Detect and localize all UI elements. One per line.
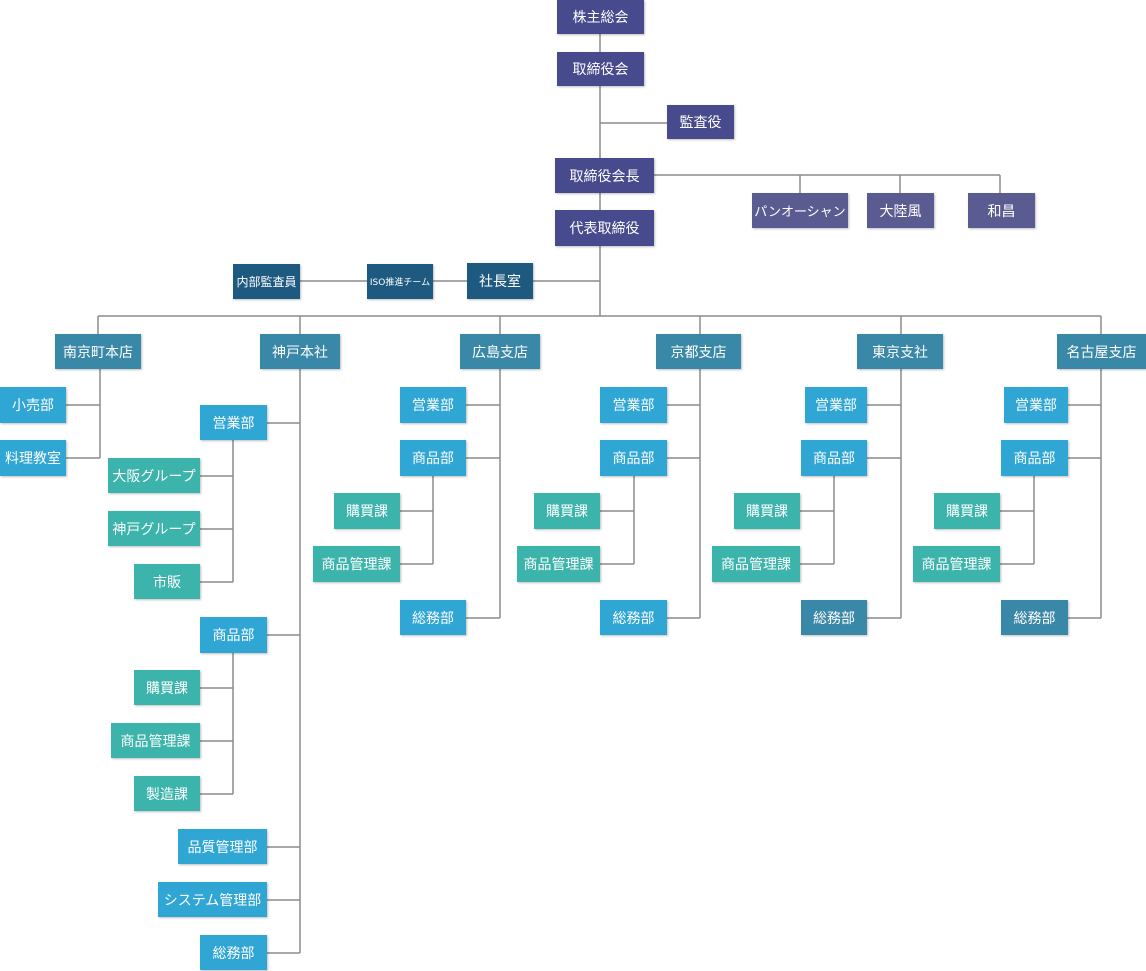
department-box: システム管理部 bbox=[158, 882, 267, 917]
chairman-box: 取締役会長 bbox=[555, 158, 654, 193]
chairman-sub-box: 大陸風 bbox=[867, 193, 934, 228]
chairman-sub-box: パンオーシャン bbox=[752, 193, 848, 228]
group-box: 大阪グループ bbox=[108, 458, 200, 493]
department-box: 商品部 bbox=[600, 440, 667, 476]
group-box: 神戸グループ bbox=[108, 511, 200, 546]
board-of-directors-box: 取締役会 bbox=[557, 52, 644, 86]
section-box: 商品管理課 bbox=[517, 546, 600, 582]
branch-box: 東京支社 bbox=[857, 334, 943, 369]
ceo-box: 代表取締役 bbox=[555, 210, 654, 246]
internal-audit-box: 内部監査員 bbox=[233, 264, 300, 299]
section-box: 商品管理課 bbox=[313, 546, 400, 582]
section-box: 購買課 bbox=[334, 493, 400, 529]
president-office-box: 社長室 bbox=[467, 263, 533, 299]
shareholders-meeting-box: 株主総会 bbox=[557, 0, 644, 34]
department-box: 営業部 bbox=[400, 387, 466, 423]
department-box: 営業部 bbox=[200, 405, 267, 440]
department-box: 営業部 bbox=[1004, 387, 1068, 423]
department-box: 商品部 bbox=[200, 617, 267, 653]
branch-box: 南京町本店 bbox=[55, 334, 141, 369]
iso-team-box: ISO推進チーム bbox=[367, 264, 433, 299]
chairman-sub-box: 和昌 bbox=[968, 193, 1035, 228]
auditor-box: 監査役 bbox=[667, 105, 734, 139]
department-box: 商品部 bbox=[1001, 440, 1068, 476]
department-box: 商品部 bbox=[400, 440, 466, 476]
branch-box: 名古屋支店 bbox=[1057, 334, 1146, 369]
department-box: 料理教室 bbox=[0, 440, 66, 476]
department-box: 商品部 bbox=[801, 440, 867, 476]
section-box: 購買課 bbox=[134, 670, 200, 705]
section-box: 製造課 bbox=[134, 776, 200, 811]
department-box: 総務部 bbox=[200, 935, 267, 970]
department-box: 総務部 bbox=[600, 600, 667, 635]
section-box: 商品管理課 bbox=[913, 546, 1000, 582]
section-box: 購買課 bbox=[934, 493, 1000, 529]
section-box: 商品管理課 bbox=[712, 546, 800, 582]
department-box: 営業部 bbox=[805, 387, 867, 423]
department-box: 品質管理部 bbox=[178, 829, 267, 864]
department-box: 営業部 bbox=[600, 387, 667, 423]
section-box: 購買課 bbox=[534, 493, 600, 529]
department-box: 総務部 bbox=[801, 600, 867, 635]
department-box: 総務部 bbox=[400, 600, 466, 635]
department-box: 小売部 bbox=[0, 387, 66, 423]
branch-box: 京都支店 bbox=[656, 334, 741, 369]
section-box: 購買課 bbox=[734, 493, 800, 529]
branch-box: 広島支店 bbox=[460, 334, 540, 369]
group-box: 市販 bbox=[134, 564, 200, 599]
section-box: 商品管理課 bbox=[111, 723, 200, 758]
department-box: 総務部 bbox=[1001, 600, 1068, 635]
branch-box: 神戸本社 bbox=[260, 334, 340, 369]
